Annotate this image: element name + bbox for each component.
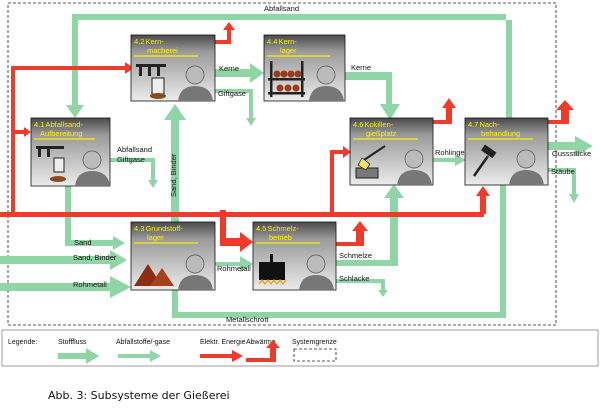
box-4-6-title-line1: 4.6Kokillen- (353, 120, 394, 129)
sand-binder-vertical-flow (164, 104, 186, 222)
box-4-1: 4.1Abfallsand- Aufbereitung (30, 117, 111, 187)
worker-icon (178, 254, 213, 290)
schlacke-flow (336, 279, 388, 297)
label-abfallsand-top: Abfallsand (264, 4, 299, 13)
legend-title: Legende: (8, 339, 37, 346)
box-4-3-title-line2: lager (147, 233, 164, 242)
label-sand-binder-vertical: Sand, Binder (169, 153, 178, 197)
legend: Legende: Stofffluss Abfallstoffe/-gase E… (1, 329, 599, 367)
label-rohmetall: Rohmetall (217, 264, 251, 273)
material-flows (0, 14, 593, 318)
legend-energie-arrow (200, 350, 243, 362)
label-sand: Sand (74, 238, 92, 247)
energy-to-4-1 (11, 127, 31, 137)
box-4-1-title-line1: 4.1Abfallsand- (34, 120, 83, 129)
sand-plant-icon (36, 146, 66, 182)
label-giftgase-kern: Giftgase (218, 89, 246, 98)
giftgase-flow-1 (215, 89, 256, 126)
worker-icon (178, 65, 213, 101)
box-4-7: 4.7Nach- behandlung (464, 117, 549, 186)
legend-abwaerme-arrow (246, 340, 280, 362)
box-4-5-title-line1: 4.5Schmelz- (256, 224, 299, 233)
core-machine-icon (136, 64, 166, 99)
furnace-icon (258, 254, 287, 285)
material-piles-icon (134, 264, 174, 286)
kerne-flow-2 (345, 72, 400, 120)
energy-bus (0, 212, 484, 217)
box-4-4-title-line1: 4.4Kern- (267, 37, 297, 46)
box-4-2: 4.2Kern- macherei (130, 34, 216, 102)
schmelze-flow (336, 184, 404, 266)
energy-to-4-5 (220, 210, 253, 252)
box-4-5-title-line2: betrieb (269, 233, 292, 242)
rohmetall-input-flow (0, 276, 131, 298)
box-4-3-title-line1: 4.3Grundstoff- (134, 224, 183, 233)
legend-stofffluss-arrow (58, 348, 99, 364)
label-metallschrott: Metallschrott (226, 315, 269, 324)
label-rohlinge: Rohlinge (435, 148, 465, 157)
sand-flow (65, 186, 125, 250)
label-staube: Stäube (551, 167, 575, 176)
worker-icon (509, 149, 544, 185)
label-gussstuecke: Gussstücke (552, 149, 591, 158)
figure-caption: Abb. 3: Subsysteme der Gießerei (48, 389, 230, 402)
flow-labels: Abfallsand Kerne Giftgase Kerne Abfallsa… (73, 4, 591, 324)
legend-systemgrenze-box (293, 348, 337, 362)
legend-energie-label: Elektr. Energie (200, 339, 246, 346)
label-abfallsand-mid: Abfallsand (117, 145, 152, 154)
label-kerne-1: Kerne (219, 64, 239, 73)
hammer-icon (472, 144, 497, 177)
legend-stofffluss-label: Stofffluss (58, 339, 87, 346)
box-4-4-title-line2: lager (280, 46, 297, 55)
energy-flows (0, 22, 574, 252)
box-4-2-title-line1: 4.2Kern- (134, 37, 164, 46)
box-4-6-title-line2: gießplatz (366, 129, 397, 138)
energy-to-4-6 (330, 146, 351, 214)
abwaerme-4-2 (215, 22, 235, 44)
energy-to-4-7 (476, 186, 490, 214)
core-rack-icon (268, 61, 305, 97)
abwaerme-4-5 (336, 221, 368, 246)
gussstuecke-flow (548, 136, 593, 156)
kerne-flow-1 (215, 63, 264, 83)
staube-flow (548, 168, 579, 203)
worker-icon (397, 149, 432, 185)
legend-abfall-label: Abfallstoffe/-gase (116, 339, 170, 346)
box-4-4: 4.4Kern- lager (263, 34, 346, 102)
box-4-1-title-line2: Aufbereitung (40, 129, 83, 138)
label-giftgase-mid: Giftgase (117, 155, 145, 164)
casting-mold-icon (355, 145, 386, 179)
giftgase-flow-2 (110, 158, 158, 188)
rohlinge-flow (433, 154, 466, 166)
label-schmelze: Schmelze (339, 251, 372, 260)
energy-left-vertical (11, 66, 15, 214)
sand-binder-input-flow (0, 250, 127, 270)
worker-icon (309, 65, 344, 101)
label-rohmetall-input: Rohmetall (73, 280, 107, 289)
legend-abwaerme-label: Abwärme (246, 339, 276, 346)
label-schlacke: Schlacke (339, 274, 369, 283)
legend-systemgrenze-label: Systemgrenze (292, 339, 337, 346)
abwaerme-4-7 (548, 100, 574, 124)
box-4-7-title-line2: behandlung (481, 129, 520, 138)
worker-icon (75, 150, 110, 186)
abwaerme-4-6 (433, 98, 456, 124)
box-4-6: 4.6Kokillen- gießplatz (349, 117, 434, 186)
label-sand-binder: Sand, Binder (73, 253, 117, 262)
label-kerne-2: Kerne (351, 63, 371, 72)
box-4-7-title-line1: 4.7Nach- (468, 120, 500, 129)
worker-icon (299, 254, 334, 290)
energy-to-4-2 (11, 62, 134, 74)
box-4-3: 4.3Grundstoff- lager (130, 221, 216, 291)
rohmetall-flow (215, 256, 253, 272)
legend-abfall-arrow (118, 350, 161, 362)
box-4-2-title-line2: macherei (147, 46, 178, 55)
box-4-5: 4.5Schmelz- betrieb (252, 221, 337, 291)
